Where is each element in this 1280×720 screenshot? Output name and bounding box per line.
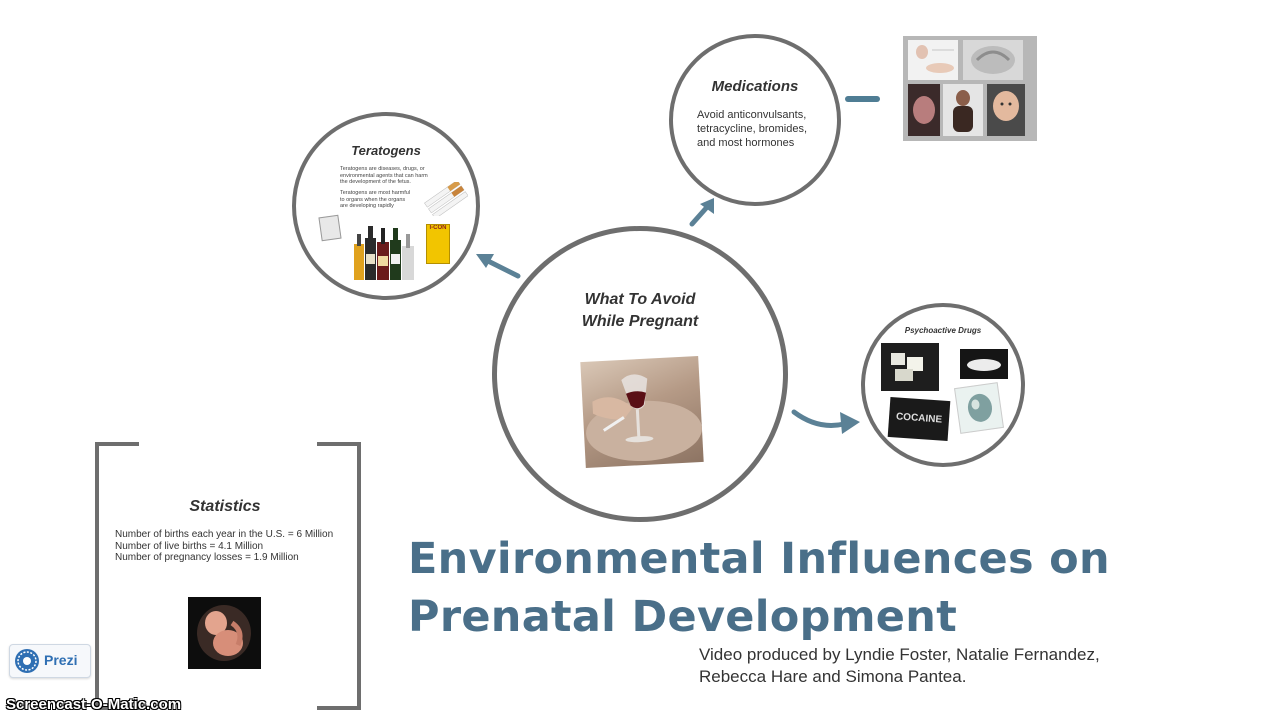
prezi-logo[interactable]: Prezi xyxy=(9,644,91,678)
medications-text-line-1: Avoid anticonvulsants, xyxy=(697,108,827,122)
product-box-image: l-CON xyxy=(426,224,450,264)
drug-photo-2 xyxy=(960,349,1008,379)
wine-pregnancy-photo xyxy=(580,356,703,468)
statistics-list: Number of births each year in the U.S. =… xyxy=(115,529,355,564)
cocaine-photo: COCAINE xyxy=(888,397,951,441)
credits-line-1: Video produced by Lyndie Foster, Natalie… xyxy=(699,644,1100,666)
arrow-to-teratogens-icon xyxy=(474,250,524,282)
collage-photo-3 xyxy=(987,84,1025,136)
medications-text-line-2: tetracycline, bromides, xyxy=(697,122,827,136)
statistics-line-2: Number of live births = 4.1 Million xyxy=(115,541,355,553)
medications-title: Medications xyxy=(673,78,837,95)
prezi-logo-text: Prezi xyxy=(44,652,77,668)
collage-diagram-1 xyxy=(908,40,958,80)
statistics-title: Statistics xyxy=(100,498,350,516)
fetus-photo xyxy=(188,597,261,669)
title-line-2: Prenatal Development xyxy=(408,592,957,642)
cocaine-label: COCAINE xyxy=(896,411,943,425)
birth-defects-collage[interactable] xyxy=(903,36,1037,141)
medications-text: Avoid anticonvulsants, tetracycline, bro… xyxy=(697,108,827,150)
cigarettes-image xyxy=(424,182,468,216)
center-topic-title: What To Avoid While Pregnant xyxy=(497,289,783,333)
drug-photo-4 xyxy=(954,382,1004,434)
psychoactive-drugs-title: Psychoactive Drugs xyxy=(865,326,1021,335)
collage-photo-2 xyxy=(943,84,983,136)
collage-photo-1 xyxy=(908,84,940,136)
statistics-line-3: Number of pregnancy losses = 1.9 Million xyxy=(115,552,355,564)
collage-diagram-2 xyxy=(963,40,1023,80)
medications-text-line-3: and most hormones xyxy=(697,136,827,150)
alcohol-bottles-image xyxy=(352,218,416,282)
center-title-line-1: What To Avoid xyxy=(497,289,783,311)
product-box-label: l-CON xyxy=(430,225,447,231)
statistics-frame[interactable]: Statistics Number of births each year in… xyxy=(100,446,354,702)
teratogens-description-2: Teratogens are most harmful to organs wh… xyxy=(340,190,410,210)
center-topic-circle[interactable]: What To Avoid While Pregnant xyxy=(492,226,788,522)
teratogens-description-1: Teratogens are diseases, drugs, or envir… xyxy=(340,166,436,186)
statistics-line-1: Number of births each year in the U.S. =… xyxy=(115,529,355,541)
presentation-title: Environmental Influences on Prenatal Dev… xyxy=(408,530,1110,646)
medications-circle[interactable]: Medications Avoid anticonvulsants, tetra… xyxy=(669,34,841,206)
credits: Video produced by Lyndie Foster, Natalie… xyxy=(699,644,1100,688)
teratogens-title: Teratogens xyxy=(296,143,476,158)
medications-connector-line xyxy=(845,96,880,102)
psychoactive-drugs-circle[interactable]: Psychoactive Drugs COCAINE xyxy=(861,303,1025,467)
credits-line-2: Rebecca Hare and Simona Pantea. xyxy=(699,666,1100,688)
arrow-to-medications-icon xyxy=(688,196,718,228)
arrow-to-psychoactive-icon xyxy=(790,404,862,438)
drug-photo-1 xyxy=(881,343,939,391)
prezi-logo-icon xyxy=(14,648,40,674)
screencast-watermark: Screencast-O-Matic.com xyxy=(6,696,181,713)
title-line-1: Environmental Influences on xyxy=(408,534,1110,584)
teratogens-circle[interactable]: Teratogens Teratogens are diseases, drug… xyxy=(292,112,480,300)
center-title-line-2: While Pregnant xyxy=(497,311,783,333)
medicine-box-image xyxy=(318,215,341,242)
